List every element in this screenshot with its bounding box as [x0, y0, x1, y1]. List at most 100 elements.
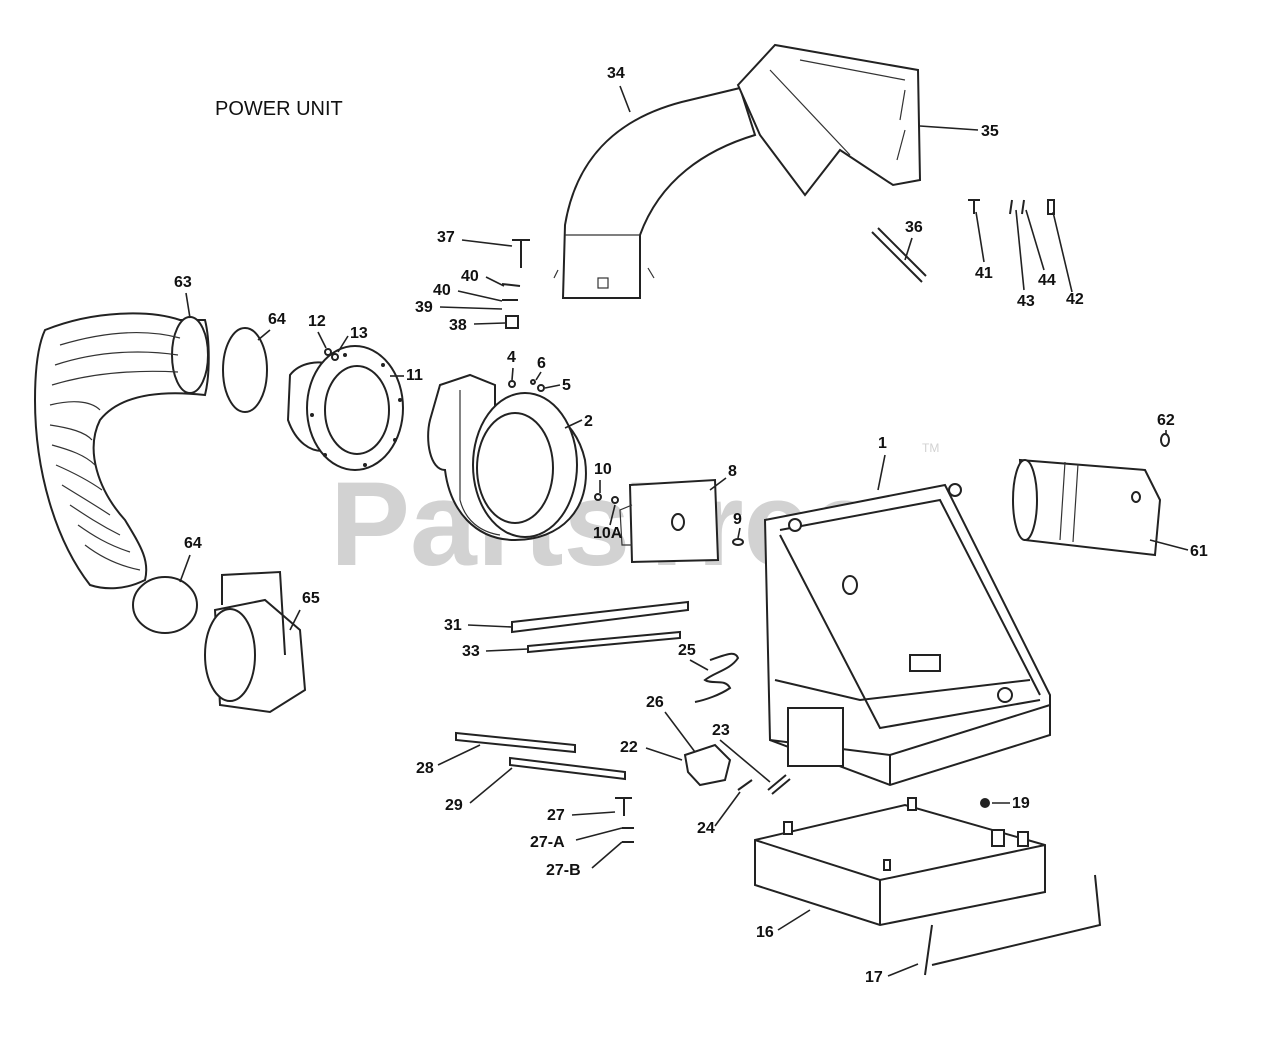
leader-line-27-a [575, 827, 623, 841]
part-19-plug [980, 798, 990, 808]
part-16-base-pan [754, 797, 1046, 927]
leader-line-64b [179, 554, 191, 583]
leader-line-36 [904, 237, 913, 261]
leader-line-61 [1149, 539, 1189, 551]
part-63-flex-hose [33, 312, 210, 590]
leader-lines [179, 85, 1189, 977]
leader-line-40b [457, 290, 503, 302]
leader-line-24 [714, 791, 741, 827]
leader-line-38 [473, 322, 506, 325]
callout-22: 22 [620, 739, 638, 756]
callout-39: 39 [415, 299, 433, 316]
leader-line-10a [609, 504, 616, 526]
part-11-adapter-flange [286, 345, 404, 471]
leader-line-28 [437, 744, 481, 766]
callout-27-a: 27-A [530, 834, 565, 851]
callout-62: 62 [1157, 412, 1175, 429]
leader-line-17 [887, 963, 919, 977]
part-37-40-hardware [501, 239, 530, 329]
callout-44: 44 [1038, 272, 1056, 289]
part-26-bracket [683, 743, 732, 787]
callout-6: 6 [537, 355, 546, 372]
leader-line-29 [469, 767, 513, 804]
part-24-clip [737, 779, 753, 791]
leader-line-34 [619, 85, 631, 113]
leader-line-5 [544, 384, 561, 389]
leader-line-22 [645, 747, 683, 761]
callout-38: 38 [449, 317, 467, 334]
leader-line-44 [1025, 209, 1045, 271]
leader-line-63 [185, 292, 191, 319]
callout-34: 34 [607, 65, 625, 82]
leader-line-2 [564, 419, 583, 429]
part-65-cap [204, 570, 307, 714]
part-29-bar [509, 756, 626, 781]
leader-line-64a [257, 329, 271, 341]
leader-line-9 [737, 527, 741, 539]
callout-40a: 40 [461, 268, 479, 285]
part-31-rod [511, 600, 689, 634]
leader-line-26 [664, 711, 696, 753]
callout-9: 9 [733, 511, 742, 528]
callout-64a: 64 [268, 311, 286, 328]
leader-line-31 [467, 624, 513, 628]
part-61-tank [1012, 458, 1162, 557]
leader-line-33 [485, 648, 529, 652]
callout-1: 1 [878, 435, 887, 452]
part-35-chute-deflector [736, 43, 922, 197]
callout-40b: 40 [433, 282, 451, 299]
leader-line-16 [777, 909, 811, 931]
callout-37: 37 [437, 229, 455, 246]
diagram-title: POWER UNIT [215, 98, 343, 120]
leader-line-6 [535, 371, 542, 381]
part-33-rod [527, 630, 681, 654]
leader-line-41 [975, 211, 985, 263]
part-10-bolt [594, 493, 602, 501]
leader-line-13 [337, 335, 349, 353]
leader-line-39 [439, 306, 503, 310]
part-2-blower-housing [427, 373, 587, 542]
callout-2: 2 [584, 413, 593, 430]
leader-line-27-b [591, 841, 623, 869]
part-41-44-hardware [968, 199, 1055, 215]
part-5-nut [537, 384, 545, 392]
callout-13: 13 [350, 325, 368, 342]
part-34-discharge-elbow [553, 86, 757, 299]
part-9-nut [732, 538, 744, 546]
callout-43: 43 [1017, 293, 1035, 310]
watermark-trademark: TM [922, 441, 939, 455]
callout-27-b: 27-B [546, 862, 581, 879]
callout-61: 61 [1190, 543, 1208, 560]
callout-23: 23 [712, 722, 730, 739]
leader-line-25 [689, 659, 709, 671]
callout-24: 24 [697, 820, 715, 837]
part-17-u-rod [924, 874, 1102, 976]
callout-12: 12 [308, 313, 326, 330]
callout-33: 33 [462, 643, 480, 660]
part-12-nut [324, 348, 332, 356]
leader-line-65 [289, 609, 301, 631]
callout-10a: 10A [593, 525, 623, 542]
callout-10: 10 [594, 461, 612, 478]
callout-8: 8 [728, 463, 737, 480]
leader-line-4 [511, 367, 514, 381]
callout-36: 36 [905, 219, 923, 236]
callout-28: 28 [416, 760, 434, 777]
callout-27: 27 [547, 807, 565, 824]
part-10a-washer [611, 496, 619, 504]
callout-41: 41 [975, 265, 993, 282]
leader-line-40a [485, 276, 505, 287]
leader-line-37 [461, 239, 513, 247]
callout-63: 63 [174, 274, 192, 291]
leader-line-43 [1015, 209, 1025, 291]
part-25-wire [694, 652, 740, 703]
callout-29: 29 [445, 797, 463, 814]
callout-11: 11 [406, 367, 423, 384]
callout-31: 31 [444, 617, 462, 634]
callout-42: 42 [1066, 291, 1084, 308]
leader-line-12 [317, 331, 327, 349]
leader-line-1 [877, 454, 886, 491]
part-4-bolt [508, 380, 516, 388]
part-27-bolt [615, 797, 632, 816]
